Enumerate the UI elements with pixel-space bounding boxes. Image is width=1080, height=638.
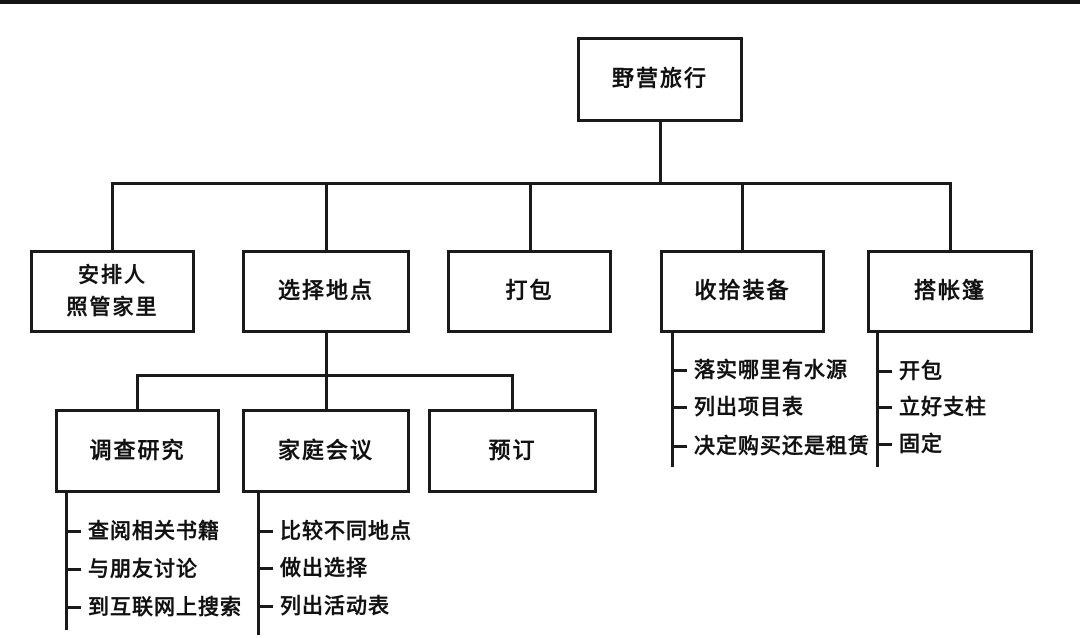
- connector-root-stem: [659, 122, 662, 184]
- connector-location-stem: [325, 333, 328, 409]
- connector-drop-gear: [741, 182, 744, 250]
- gear-list-spine: [671, 333, 674, 467]
- node-packing: 打包: [447, 250, 612, 333]
- research-list-spine: [65, 493, 68, 630]
- connector-level3-hbar: [136, 374, 513, 377]
- node-booking: 预订: [428, 409, 597, 493]
- top-border-bar: [0, 0, 1080, 4]
- tent-list-spine: [876, 333, 879, 467]
- list-item-compare-locations: 比较不同地点: [280, 519, 412, 543]
- list-item-buy-or-rent: 决定购买还是租赁: [694, 434, 870, 458]
- gear-tick-1: [671, 369, 687, 372]
- node-camping-trip: 野营旅行: [577, 37, 743, 122]
- list-item-search-internet: 到互联网上搜索: [88, 595, 242, 619]
- gear-tick-2: [671, 406, 687, 409]
- connector-drop-location: [325, 182, 328, 250]
- list-item-open-pack: 开包: [899, 359, 943, 383]
- list-item-water-source: 落实哪里有水源: [694, 358, 848, 382]
- research-tick-2: [65, 568, 81, 571]
- meeting-tick-2: [257, 567, 273, 570]
- meeting-tick-3: [257, 605, 273, 608]
- tent-tick-1: [876, 370, 892, 373]
- research-tick-1: [65, 530, 81, 533]
- node-pitch-tent: 搭帐篷: [867, 250, 1033, 333]
- meeting-tick-1: [257, 530, 273, 533]
- research-tick-3: [65, 606, 81, 609]
- list-item-make-choice: 做出选择: [280, 556, 368, 580]
- node-family-meeting: 家庭会议: [242, 409, 410, 493]
- connector-drop-research: [136, 374, 139, 409]
- list-item-secure: 固定: [899, 432, 943, 456]
- node-arrange-caretaker: 安排人 照管家里: [30, 250, 195, 333]
- list-item-discuss-friends: 与朋友讨论: [88, 557, 198, 581]
- connector-drop-tent: [949, 182, 952, 250]
- meeting-list-spine: [257, 493, 260, 635]
- tent-tick-3: [876, 443, 892, 446]
- list-item-read-books: 查阅相关书籍: [88, 519, 220, 543]
- list-item-item-list: 列出项目表: [694, 395, 804, 419]
- list-item-set-poles: 立好支柱: [899, 395, 987, 419]
- node-choose-location: 选择地点: [242, 250, 410, 333]
- list-item-activity-list: 列出活动表: [280, 594, 390, 618]
- node-gather-gear: 收拾装备: [660, 250, 825, 333]
- connector-drop-booking: [511, 374, 514, 409]
- tent-tick-2: [876, 406, 892, 409]
- connector-drop-caretaker: [111, 182, 114, 250]
- gear-tick-3: [671, 445, 687, 448]
- node-research: 调查研究: [55, 409, 220, 493]
- connector-drop-packing: [529, 182, 532, 250]
